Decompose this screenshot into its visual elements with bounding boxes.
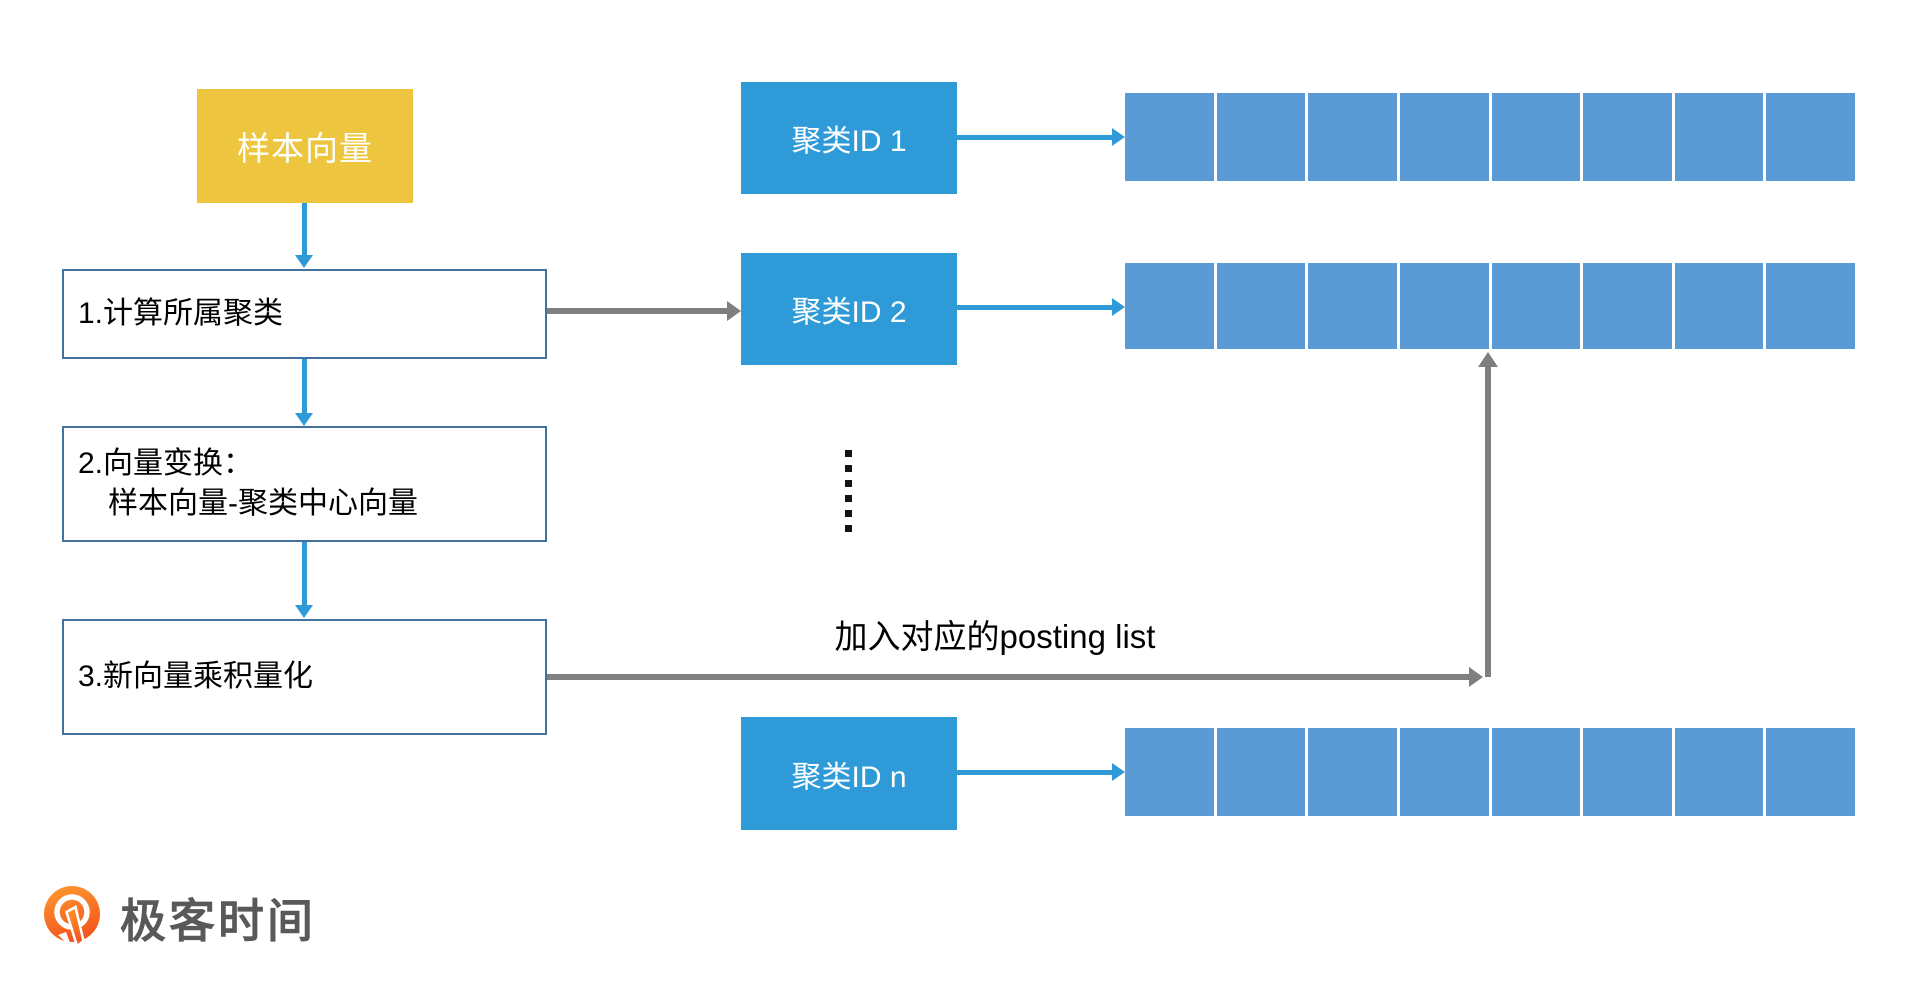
arrow-cluster1-to-list — [957, 127, 1125, 147]
arrow-right-icon — [1469, 667, 1483, 687]
posting-list-annotation: 加入对应的posting list — [834, 618, 1156, 655]
arrow-step3-elbow-horizontal — [547, 667, 1483, 687]
arrow-right-icon — [1112, 298, 1125, 316]
ellipsis-dot — [845, 450, 852, 457]
arrow-shaft — [1485, 367, 1491, 677]
arrow-step1-to-step2 — [295, 358, 313, 426]
posting-list-cell — [1216, 93, 1306, 181]
arrow-down-icon — [295, 255, 313, 268]
posting-list-cell — [1308, 263, 1397, 349]
arrow-right-icon — [727, 301, 741, 321]
geektime-logo: 极客时间 — [42, 884, 316, 952]
posting-list-cell — [1583, 93, 1672, 181]
ellipsis-dot — [845, 525, 852, 532]
arrow-down-icon — [295, 413, 313, 426]
ellipsis-dot — [845, 465, 852, 472]
posting-list-cell — [1399, 93, 1489, 181]
vertical-ellipsis — [845, 450, 852, 532]
posting-list-row-1 — [1125, 93, 1855, 181]
arrow-cluster2-to-list — [957, 297, 1125, 317]
arrow-right-icon — [1112, 763, 1125, 781]
posting-list-cell — [1125, 93, 1214, 181]
posting-list-cell — [1125, 728, 1214, 816]
posting-list-cell — [1766, 93, 1855, 181]
step2-label-line1: 2.向量变换： — [78, 446, 254, 480]
posting-list-row-n — [1125, 728, 1855, 816]
arrow-right-icon — [1112, 128, 1125, 146]
posting-list-cell — [1674, 728, 1764, 816]
posting-list-cell — [1399, 263, 1489, 349]
sample-vector-label: 样本向量 — [237, 130, 373, 167]
arrow-step3-elbow-vertical — [1478, 352, 1498, 677]
cluster-id-2-box: 聚类ID 2 — [741, 253, 957, 365]
arrow-shaft — [547, 674, 1469, 680]
ellipsis-dot — [845, 495, 852, 502]
posting-list-cell — [1399, 728, 1489, 816]
arrow-down-icon — [295, 605, 313, 618]
arrow-step2-to-step3 — [295, 542, 313, 618]
step3-label: 3.新向量乘积量化 — [78, 659, 314, 693]
arrow-shaft — [547, 308, 727, 314]
posting-list-cell — [1674, 93, 1764, 181]
cluster-id-n-label: 聚类ID n — [791, 760, 907, 794]
cluster-id-n-box: 聚类ID n — [741, 717, 957, 830]
step1-box: 1.计算所属聚类 — [62, 269, 547, 359]
posting-list-cell — [1308, 728, 1397, 816]
posting-list-cell — [1216, 263, 1306, 349]
cluster-id-2-label: 聚类ID 2 — [791, 296, 907, 329]
arrow-input-to-step1 — [295, 203, 313, 268]
ellipsis-dot — [845, 480, 852, 487]
posting-list-row-2 — [1125, 263, 1855, 349]
posting-list-cell — [1583, 728, 1672, 816]
step2-box: 2.向量变换： 样本向量-聚类中心向量 — [62, 426, 547, 542]
posting-list-cell — [1583, 263, 1672, 349]
arrow-clustern-to-list — [957, 762, 1125, 782]
cluster-id-1-box: 聚类ID 1 — [741, 82, 957, 194]
posting-list-cell — [1308, 93, 1397, 181]
posting-list-cell — [1491, 728, 1581, 816]
posting-list-cell — [1491, 93, 1581, 181]
geektime-logo-text: 极客时间 — [120, 895, 316, 947]
posting-list-cell — [1766, 263, 1855, 349]
posting-list-cell — [1674, 263, 1764, 349]
geektime-logo-icon — [44, 886, 100, 949]
posting-list-cell — [1766, 728, 1855, 816]
ellipsis-dot — [845, 510, 852, 517]
posting-list-cell — [1216, 728, 1306, 816]
arrow-shaft — [301, 542, 307, 605]
sample-vector-box: 样本向量 — [197, 89, 413, 203]
arrow-step1-to-cluster2 — [547, 301, 741, 321]
arrow-shaft — [301, 358, 307, 413]
step2-label-line2: 样本向量-聚类中心向量 — [108, 487, 418, 520]
step3-box: 3.新向量乘积量化 — [62, 619, 547, 735]
posting-list-cell — [1125, 263, 1214, 349]
arrow-up-icon — [1478, 352, 1498, 367]
arrow-shaft — [301, 203, 307, 255]
arrow-shaft — [957, 304, 1112, 310]
posting-list-cell — [1491, 263, 1581, 349]
cluster-id-1-label: 聚类ID 1 — [791, 125, 907, 158]
arrow-shaft — [957, 134, 1112, 140]
step1-label: 1.计算所属聚类 — [78, 296, 284, 330]
arrow-shaft — [957, 769, 1112, 775]
